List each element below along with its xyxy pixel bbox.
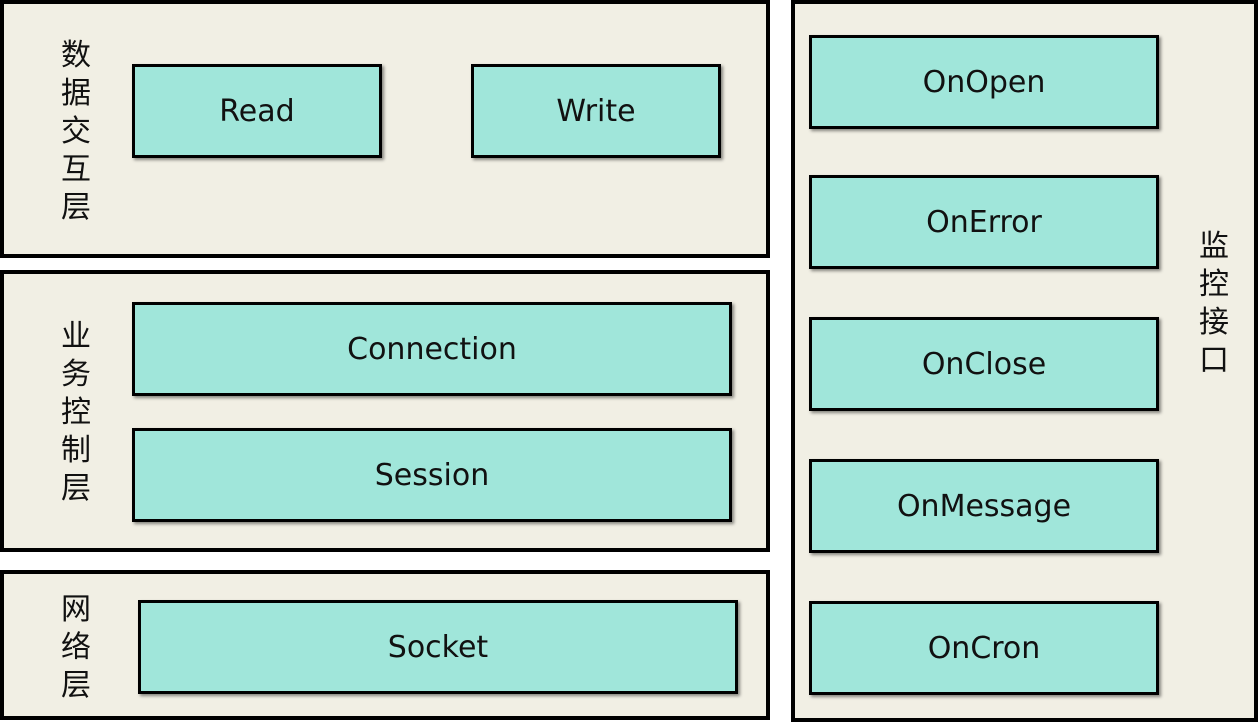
onerror-box: OnError <box>809 175 1159 269</box>
read-box: Read <box>132 64 382 158</box>
network-layer-panel: 网络层 Socket <box>0 570 770 720</box>
socket-box: Socket <box>138 600 738 694</box>
session-box: Session <box>132 428 732 522</box>
data-layer-label: 数据交互层 <box>61 38 91 225</box>
business-control-layer-panel: 业务控制层 Connection Session <box>0 270 770 552</box>
write-box: Write <box>471 64 721 158</box>
onclose-box: OnClose <box>809 317 1159 411</box>
onopen-box: OnOpen <box>809 35 1159 129</box>
business-layer-label: 业务控制层 <box>61 319 91 506</box>
oncron-box: OnCron <box>809 601 1159 695</box>
monitor-label: 监控接口 <box>1199 229 1229 378</box>
network-layer-label: 网络层 <box>61 592 91 703</box>
data-interaction-layer-panel: 数据交互层 Read Write <box>0 0 770 258</box>
monitor-interface-panel: OnOpen OnError OnClose OnMessage OnCron … <box>791 0 1258 722</box>
onmessage-box: OnMessage <box>809 459 1159 553</box>
connection-box: Connection <box>132 302 732 396</box>
